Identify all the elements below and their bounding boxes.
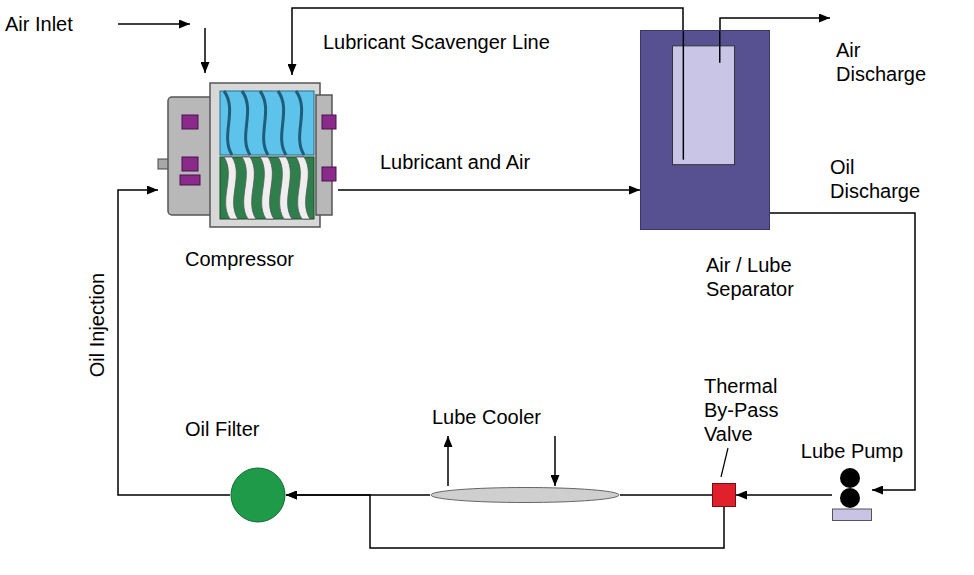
leader-line [721, 448, 728, 477]
coolant-arrow [447, 436, 449, 486]
flow-connector [338, 189, 640, 191]
cooler-shape [430, 487, 620, 503]
flow-connector [770, 213, 915, 490]
compressor-illustration [158, 75, 338, 235]
inlet-label: Air Inlet [5, 12, 115, 36]
coolant-arrow [554, 436, 556, 486]
separator-node: Air / Lube Separator [640, 30, 770, 230]
discharge-label: Air Discharge [836, 38, 948, 86]
air-inlet-arrow [118, 23, 190, 25]
node-label: Lube Pump [792, 439, 912, 463]
node-label: Thermal By-Pass Valve [704, 374, 786, 446]
node-label: Air / Lube Separator [706, 253, 818, 301]
flow-connector [286, 495, 724, 548]
node-label: Compressor [185, 247, 335, 271]
pump-node: Lube Pump [832, 465, 872, 521]
filter-node: Oil Filter [230, 467, 286, 523]
node-label: Lube Cooler [432, 405, 582, 429]
node-label: Oil Filter [185, 417, 295, 441]
edge-label: Oil Discharge [830, 155, 942, 203]
flow-connector [118, 190, 230, 495]
flow-connector [736, 494, 832, 496]
edge-label: Lubricant Scavenger Line [323, 30, 603, 54]
compressor-node: Compressor [158, 75, 338, 235]
edge-label: Oil Injection [85, 250, 109, 400]
filter-shape [230, 467, 286, 523]
air-discharge-arrow [720, 18, 830, 30]
pump-symbol [832, 465, 872, 521]
air-inlet-arrow [204, 28, 206, 73]
flow-connector [292, 8, 683, 75]
valve-node: Thermal By-Pass Valve [712, 483, 736, 507]
separator-internals [641, 31, 769, 229]
flow-connector [620, 494, 712, 496]
edge-label: Lubricant and Air [380, 150, 600, 174]
cooler-node: Lube Cooler [430, 487, 620, 503]
